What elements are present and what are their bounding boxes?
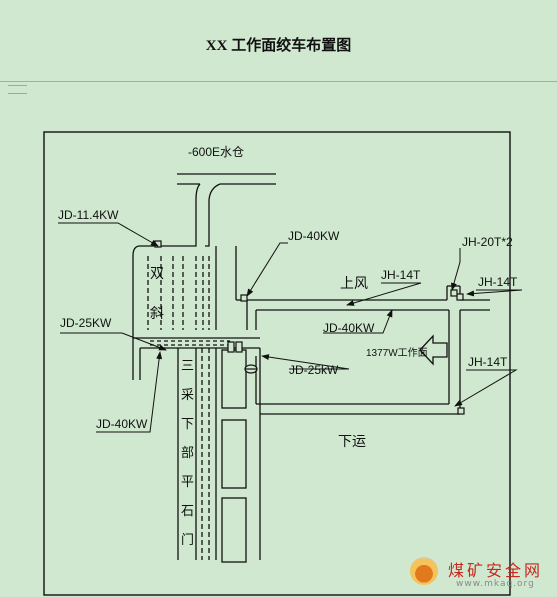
ruler-handle[interactable]: [8, 85, 27, 94]
page-title: XX 工作面绞车布置图: [205, 38, 352, 54]
drawing-frame: [43, 131, 511, 596]
leader-lines: [58, 222, 523, 433]
jd-25kw-left-label: JD-25KW: [60, 316, 112, 330]
shuang-char: 双: [150, 265, 164, 281]
jh-14t-label-b: JH-14T: [478, 275, 518, 289]
jd-25kw-right-label: JD-25kW: [289, 363, 339, 377]
level-label: -600E水仓: [188, 145, 244, 159]
vert-char: 门: [181, 532, 194, 547]
vert-char: 石: [181, 503, 194, 518]
vert-char: 下: [181, 416, 194, 431]
jd-11-4kw-label: JD-11.4KW: [58, 208, 119, 222]
watermark-url: www.mkaq.org: [456, 579, 535, 589]
lower-transport-label: 下运: [338, 433, 366, 449]
ruler-line: [0, 81, 557, 82]
face-1377-label: 1377W工作面: [366, 347, 428, 359]
vert-char: 采: [181, 387, 194, 402]
jh-14t-label-c: JH-14T: [468, 355, 508, 369]
jd-40kw-left-label: JD-40KW: [96, 417, 148, 431]
upper-wind-label: 上风: [340, 275, 368, 291]
vert-char: 三: [181, 358, 194, 373]
face-arrow-icon: [419, 334, 448, 366]
vert-char: 平: [181, 474, 194, 489]
watermark-brand: 煤矿安全网: [448, 561, 544, 580]
mine-safety-logo-icon: [410, 557, 438, 585]
vertical-roadway-name: 三 采 下 部 平 石 门: [181, 358, 194, 547]
jh-14t-label-a: JH-14T: [381, 268, 421, 282]
xie-char: 斜: [150, 305, 164, 321]
jd-40kw-mid-label: JD-40KW: [323, 321, 375, 335]
jh-20t-label: JH-20T*2: [462, 235, 513, 249]
jd-40kw-top-label: JD-40KW: [288, 229, 340, 243]
watermark: 煤矿安全网 www.mkaq.org: [408, 555, 557, 597]
vert-char: 部: [181, 445, 194, 460]
